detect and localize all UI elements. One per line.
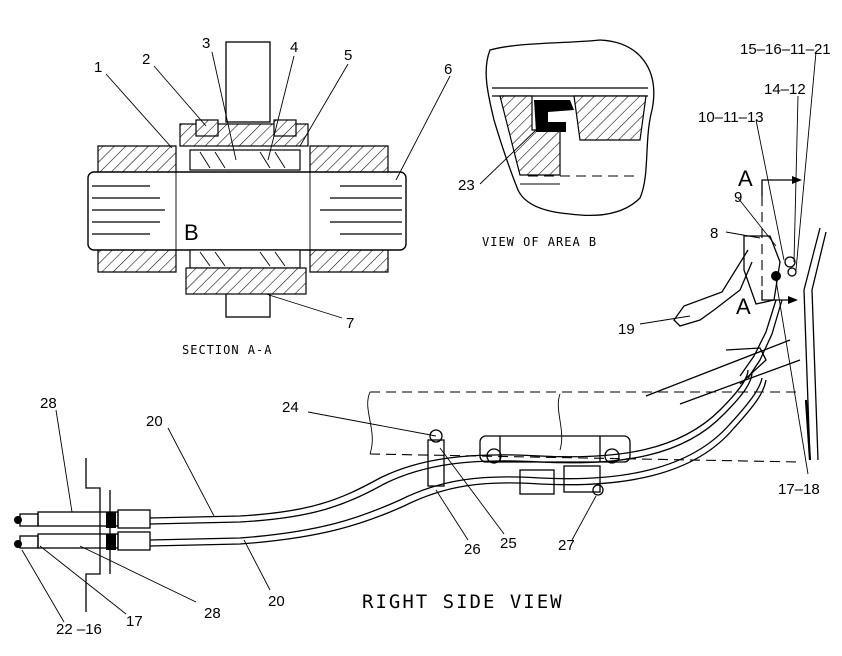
callout-20-top: 20 (146, 413, 163, 430)
callout-25: 25 (500, 535, 517, 552)
callout-17: 17 (126, 613, 143, 630)
section-a-a-view (87, 41, 407, 318)
area-b-detail (485, 39, 655, 217)
section-letter-b: B (184, 220, 199, 245)
hose-fittings (14, 458, 151, 612)
callout-24: 24 (282, 399, 299, 416)
control-lever (673, 176, 802, 379)
callout-27: 27 (558, 537, 575, 554)
callout-7: 7 (346, 315, 354, 332)
callout-4: 4 (290, 39, 298, 56)
lever-leaders (639, 51, 817, 475)
caption-section-a-a: SECTION A-A (182, 343, 272, 357)
callout-28-bottom: 28 (204, 605, 221, 622)
callout-23: 23 (458, 177, 475, 194)
callout-20-bottom: 20 (268, 593, 285, 610)
callout-15-16-11-21: 15–16–11–21 (740, 41, 831, 58)
callout-19: 19 (618, 321, 635, 338)
callout-26: 26 (464, 541, 481, 558)
callout-6: 6 (444, 61, 452, 78)
side-view-leaders (21, 409, 597, 623)
section-leaders (105, 51, 451, 319)
caption-right-side-view: RIGHT SIDE VIEW (362, 591, 564, 613)
callout-2: 2 (142, 51, 150, 68)
section-arrow-a-top: A (738, 166, 753, 191)
callout-22-16: 22 –16 (56, 621, 102, 638)
callout-17-18: 17–18 (778, 481, 820, 498)
callout-3: 3 (202, 35, 210, 52)
callout-14-12: 14–12 (764, 81, 806, 98)
callout-1: 1 (94, 59, 102, 76)
callout-5: 5 (344, 47, 352, 64)
callout-10-11-13: 10–11–13 (698, 109, 764, 126)
leader-23 (479, 129, 537, 185)
frame-body (367, 391, 801, 496)
callout-9: 9 (734, 189, 742, 206)
hydraulic-hoses (149, 339, 801, 547)
section-arrow-a-bottom: A (736, 294, 751, 319)
callout-28-top: 28 (40, 395, 57, 412)
callout-8: 8 (710, 225, 718, 242)
caption-view-area-b: VIEW OF AREA B (482, 235, 597, 249)
lever-rod (803, 227, 827, 461)
